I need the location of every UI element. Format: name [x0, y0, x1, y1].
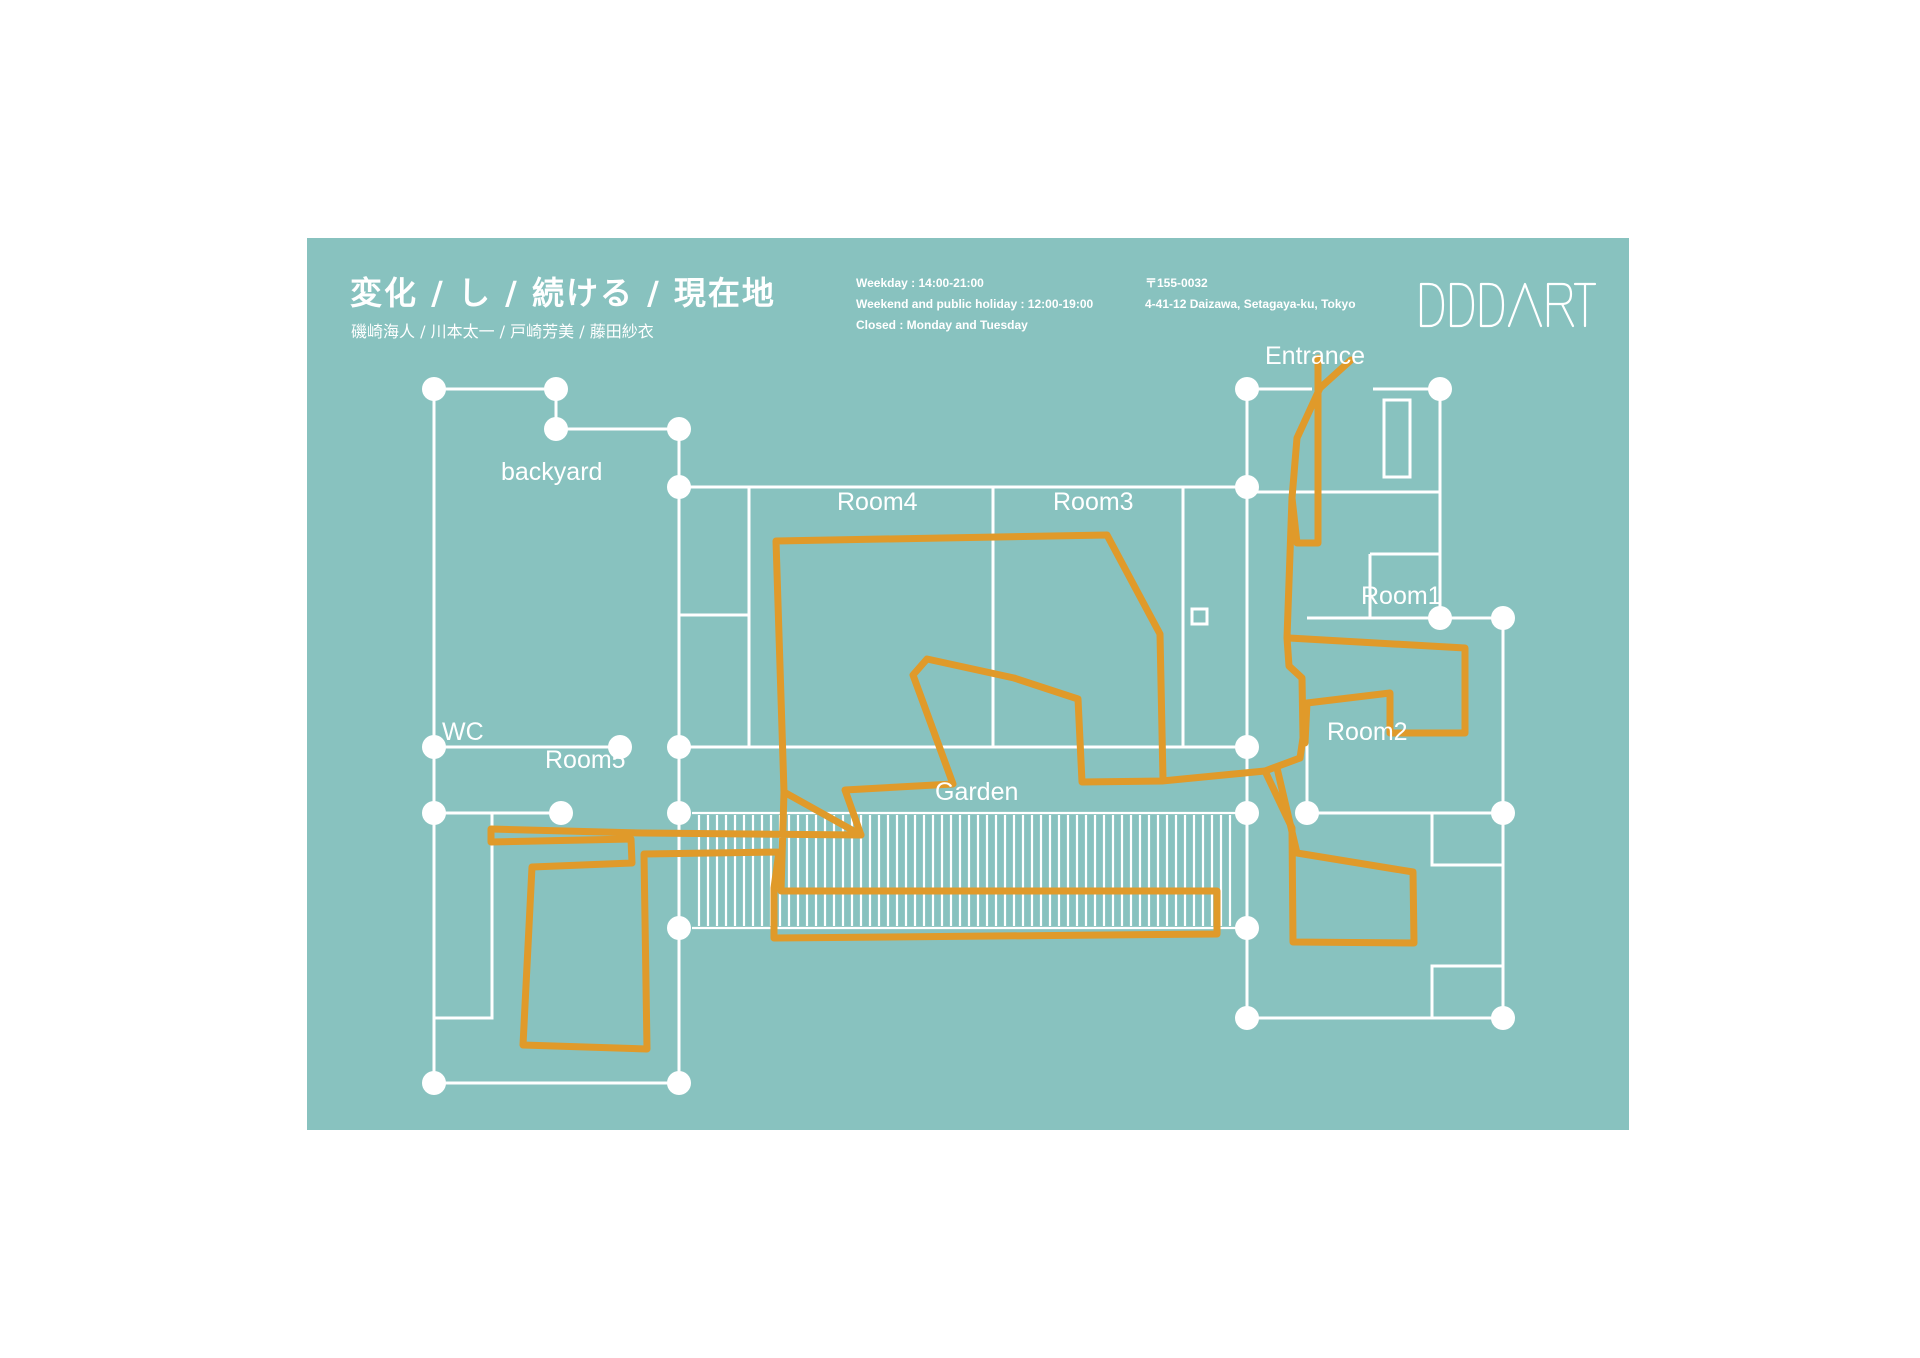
hours-weekend: Weekend and public holiday : 12:00-19:00 — [856, 297, 1094, 311]
street-address: 4-41-12 Daizawa, Setagaya-ku, Tokyo — [1145, 297, 1356, 311]
gallery-address: 〒155-0032 4-41-12 Daizawa, Setagaya-ku, … — [1145, 273, 1356, 315]
exhibition-card: 変化 / し / 続ける / 現在地 磯崎海人 / 川本太一 / 戸崎芳美 / … — [307, 238, 1629, 1130]
dddart-logo — [1419, 282, 1597, 328]
room-label-room5: Room5 — [545, 746, 626, 774]
opening-hours: Weekday : 14:00-21:00 Weekend and public… — [856, 273, 1093, 336]
room-label-room1: Room1 — [1361, 582, 1442, 610]
visitor-route — [487, 354, 1469, 1053]
room-label-backyard: backyard — [501, 458, 603, 486]
room-label-entrance: Entrance — [1265, 342, 1366, 370]
postal-code: 〒155-0032 — [1145, 276, 1208, 290]
floor-plan-map — [422, 354, 1515, 1095]
room-label-room2: Room2 — [1327, 718, 1408, 746]
hours-weekday: Weekday : 14:00-21:00 — [856, 276, 984, 290]
small-square-marker — [1190, 607, 1209, 626]
room-label-room4: Room4 — [837, 488, 918, 516]
hours-closed: Closed : Monday and Tuesday — [856, 318, 1028, 332]
room-label-garden: Garden — [935, 778, 1019, 806]
room-label-room3: Room3 — [1053, 488, 1134, 516]
entrance-counter — [1382, 398, 1412, 479]
artist-names: 磯崎海人 / 川本太一 / 戸崎芳美 / 藤田紗衣 — [351, 322, 654, 341]
wall-joints — [422, 377, 1515, 1095]
room-label-wc: WC — [442, 718, 484, 746]
exhibition-title: 変化 / し / 続ける / 現在地 — [350, 274, 776, 312]
